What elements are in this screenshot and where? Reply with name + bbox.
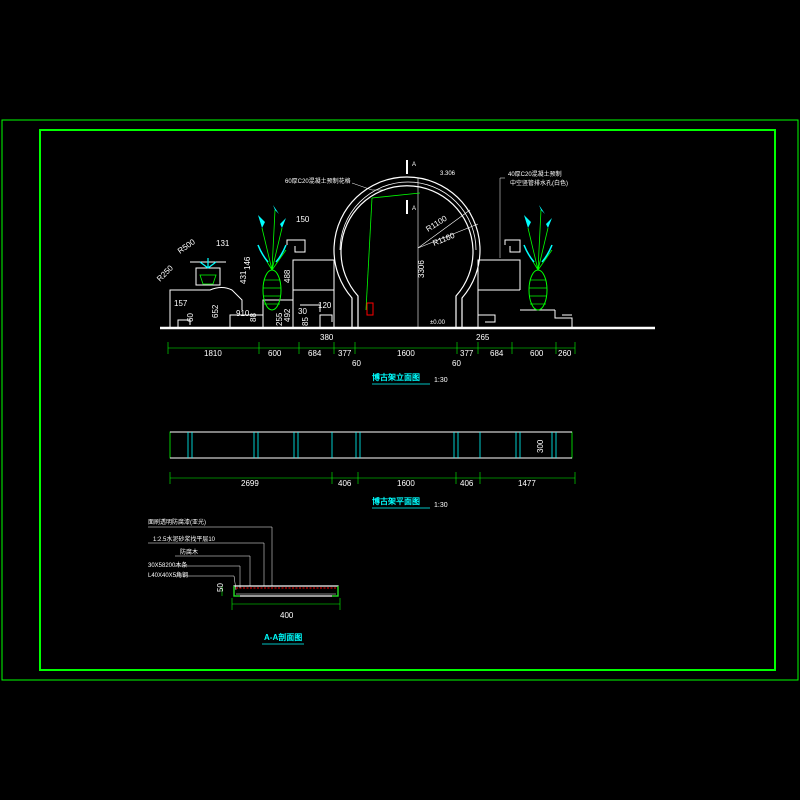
moon-gate-arc-guide	[339, 181, 477, 251]
elevation-scale: 1:30	[434, 377, 448, 384]
note-right-1: 40厚C20混凝土预制	[508, 170, 562, 178]
dim-120: 120	[318, 301, 332, 310]
dim-r250: R250	[155, 263, 175, 283]
leader-right	[499, 177, 505, 258]
dim-255: 255	[275, 312, 284, 326]
plan-dim-3: 1600	[397, 479, 415, 488]
elev-dim-8: 600	[530, 349, 544, 358]
moon-gate-inner	[340, 185, 474, 328]
elev-dim-2: 600	[268, 349, 282, 358]
dim-265: 265	[476, 333, 490, 342]
elev-below-dim-2: 60	[452, 359, 461, 368]
section-mark-label-bottom: A	[412, 206, 416, 212]
dim-85: 85	[301, 317, 310, 326]
dim-r500: R500	[176, 237, 197, 256]
section-label-4: L40X40X5角钢	[148, 571, 188, 579]
elevation-dim-ticks	[167, 342, 576, 354]
section-height-dim: 50	[216, 583, 225, 592]
dim-380: 380	[320, 333, 334, 342]
section-label-5: 防腐木	[180, 548, 198, 556]
section-mark-label-top: A	[412, 162, 416, 168]
note-left: 60厚C20混凝土预制花格	[285, 177, 351, 185]
elev-dim-6: 377	[460, 349, 474, 358]
section-mark-bottom	[406, 200, 408, 214]
dim-488: 488	[283, 269, 292, 283]
moon-gate-outer	[333, 176, 481, 328]
leader-left	[351, 182, 385, 191]
elev-below-dim-1: 60	[352, 359, 361, 368]
plan-drawing	[169, 431, 576, 484]
section-width-dim: 400	[280, 611, 294, 620]
section-title: A-A剖面图	[264, 632, 302, 642]
radius-line-inner	[417, 209, 471, 249]
section-label-3: 30X58200木条	[148, 561, 187, 569]
dim-492: 492	[283, 308, 292, 322]
right-plant	[523, 205, 553, 311]
plan-outline	[169, 431, 573, 459]
dim-157: 157	[174, 299, 188, 308]
dim-652: 652	[211, 304, 220, 318]
section-drawing	[148, 526, 341, 610]
plan-dim-1: 2699	[241, 479, 259, 488]
plan-dim-5: 1477	[518, 479, 536, 488]
plan-dim-4: 406	[460, 479, 474, 488]
dim-30: 30	[298, 307, 307, 316]
elevation-drawing	[160, 160, 655, 354]
left-plant	[257, 205, 287, 311]
plan-scale: 1:30	[434, 502, 448, 509]
dim-60: 60	[186, 313, 195, 322]
outer-frame	[1, 119, 799, 681]
left-shelving	[169, 239, 335, 328]
plan-title: 博古架平面图	[372, 496, 420, 506]
diagonal-guide-top	[371, 192, 421, 199]
elev-dim-3: 684	[308, 349, 322, 358]
height-label: 3306	[417, 260, 426, 278]
note-right-2: 中空竖管排水孔(白色)	[510, 179, 568, 187]
dim-131: 131	[216, 239, 230, 248]
red-marker	[366, 302, 374, 316]
elev-dim-1: 1810	[204, 349, 222, 358]
inner-frame	[39, 129, 776, 671]
radius-inner-label: R1100	[424, 214, 449, 234]
dim-910: 910	[236, 309, 250, 318]
elev-dim-5: 1600	[397, 349, 415, 358]
dim-150: 150	[296, 215, 310, 224]
elevation-title: 博古架立面图	[372, 372, 420, 382]
radius-line-outer	[417, 223, 479, 249]
section-label-2: 1:2.5水泥砂浆找平层10	[153, 535, 216, 543]
elev-dim-9: 260	[558, 349, 572, 358]
section-mark-top	[406, 160, 408, 174]
right-shelving	[477, 239, 573, 328]
elev-dim-7: 684	[490, 349, 504, 358]
ground-level-label: ±0.00	[430, 320, 446, 326]
plan-dim-2: 406	[338, 479, 352, 488]
elev-dim-4: 377	[338, 349, 352, 358]
dim-431: 431	[239, 270, 248, 284]
plan-depth-label: 300	[536, 439, 545, 453]
top-level-label: 3.306	[440, 171, 456, 177]
diagonal-guide	[365, 197, 373, 311]
radius-outer-label: R1160	[431, 231, 456, 248]
dim-88: 88	[249, 313, 258, 322]
dim-146: 146	[243, 256, 252, 270]
section-label-1: 面刷透明防腐漆(亚光)	[148, 518, 206, 526]
small-plant	[199, 258, 217, 285]
